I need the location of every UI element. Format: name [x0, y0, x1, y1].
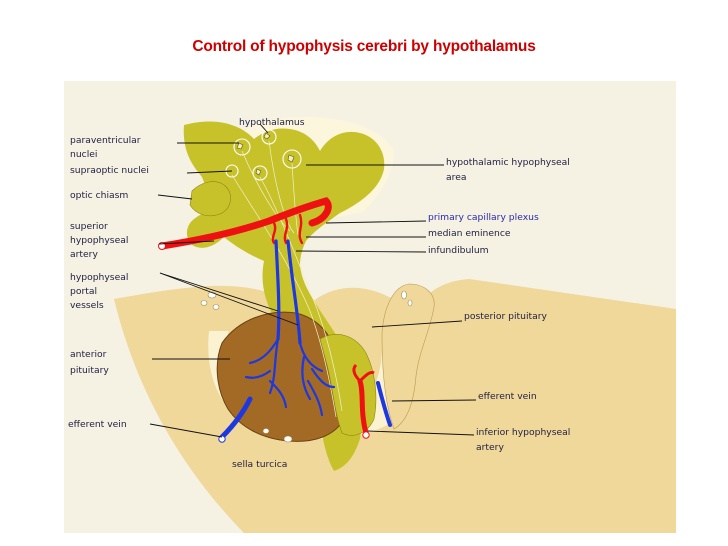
- primary-capillary-plexus: [271, 213, 304, 245]
- neurosecretory-cells: [236, 132, 295, 176]
- efferent-vein-right: [376, 381, 392, 427]
- bone-pits: [200, 290, 413, 443]
- label-anterior-1: anterior: [70, 349, 107, 360]
- label-primary-plexus: primary capillary plexus: [428, 212, 539, 223]
- label-paraventricular-nuclei: nuclei: [70, 149, 97, 160]
- label-portal-1: hypophyseal: [70, 272, 128, 283]
- label-inferior-artery-2: artery: [476, 442, 504, 453]
- artery-branch: [352, 363, 375, 383]
- label-sella-turcica: sella turcica: [232, 459, 287, 470]
- label-paraventricular: paraventricular: [70, 135, 141, 146]
- leader-lines: [149, 123, 477, 438]
- label-hypothalamus: hypothalamus: [239, 117, 305, 128]
- label-hh-area-2: area: [446, 172, 467, 183]
- slide-title: Control of hypophysis cerebri by hypotha…: [192, 38, 536, 55]
- superior-hypophyseal-artery: [158, 197, 332, 250]
- label-supraoptic: supraoptic nuclei: [70, 165, 149, 176]
- label-optic-chiasm: optic chiasm: [70, 190, 128, 201]
- hypophyseal-portal-vessels: [274, 239, 302, 345]
- label-infundibulum: infundibulum: [428, 245, 489, 256]
- label-superior-artery-2: hypophyseal: [70, 235, 128, 246]
- label-median-eminence: median eminence: [428, 228, 511, 239]
- label-superior-artery-1: superior: [70, 221, 108, 232]
- label-superior-artery-3: artery: [70, 249, 98, 260]
- label-posterior-pituitary: posterior pituitary: [464, 311, 548, 322]
- secondary-capillary-plexus: [244, 337, 336, 417]
- efferent-vein-left: [219, 396, 253, 440]
- label-anterior-2: pituitary: [70, 365, 109, 376]
- label-portal-3: vessels: [70, 300, 104, 311]
- optic-chiasm: [189, 181, 231, 217]
- hypophysis-diagram: hypothalamus paraventricular nuclei supr…: [64, 81, 676, 533]
- dorsum-sellae: [381, 283, 435, 430]
- label-efferent-right: efferent vein: [478, 391, 537, 402]
- inferior-hypophyseal-artery: [357, 378, 369, 436]
- label-efferent-left: efferent vein: [68, 419, 127, 430]
- label-portal-2: portal: [70, 286, 97, 297]
- label-inferior-artery-1: inferior hypophyseal: [476, 427, 570, 438]
- neurosecretory-fibers: [231, 140, 343, 418]
- label-hh-area-1: hypothalamic hypophyseal: [446, 157, 570, 168]
